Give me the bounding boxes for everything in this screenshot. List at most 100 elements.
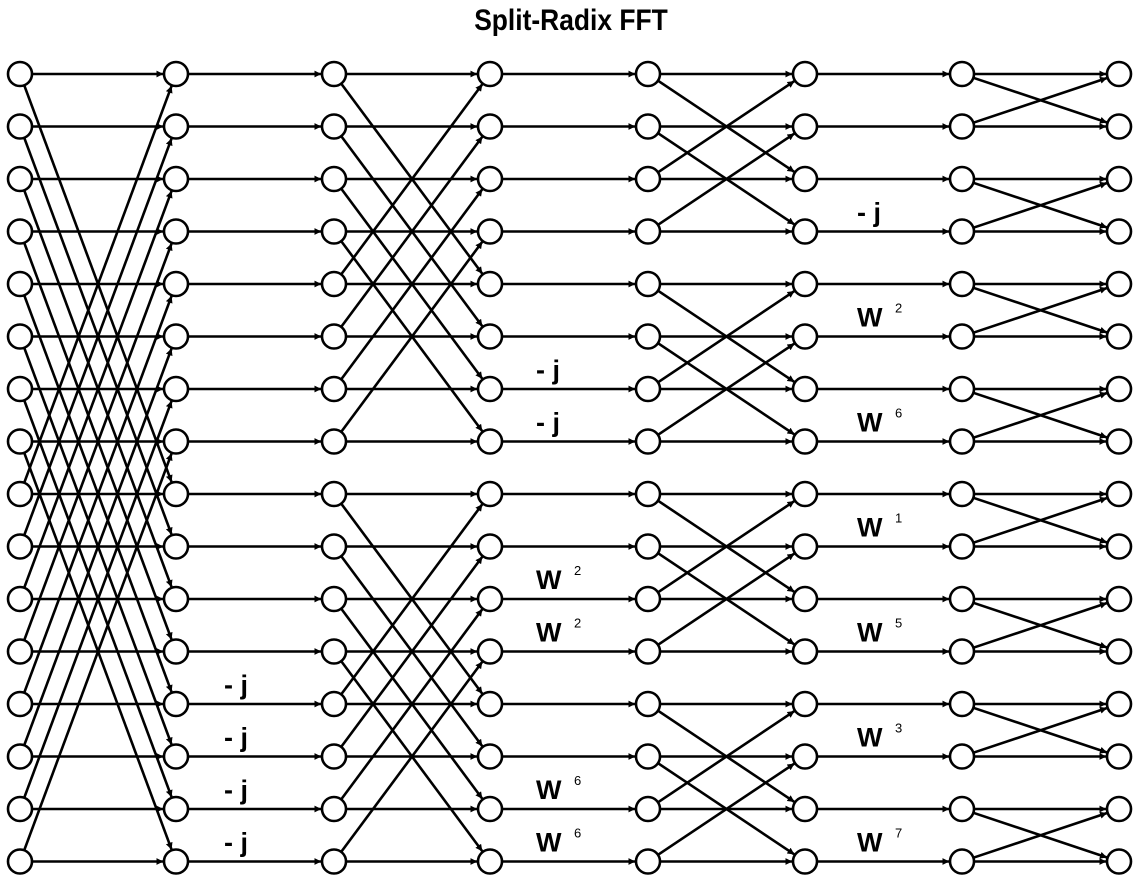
edge-s0-15-to-7	[22, 453, 173, 851]
edge-s2-4-to-0	[340, 83, 484, 276]
twiddle-exponent: 1	[895, 511, 902, 526]
node-col6-row3	[948, 218, 976, 245]
twiddle-base: W	[536, 618, 562, 648]
node-col7-row9	[1105, 533, 1133, 560]
edge-s4-3-to-1	[657, 132, 795, 226]
edge-s4-7-to-5	[657, 342, 795, 436]
node-col1-row3	[162, 218, 190, 245]
node-col5-row8	[791, 480, 819, 508]
node-col7-row1	[1105, 113, 1133, 140]
node-col6-row12	[948, 690, 976, 718]
edge-s6-5-to-4	[972, 286, 1108, 334]
node-col2-row0	[320, 60, 348, 88]
twiddle-base: W	[857, 828, 883, 858]
node-col7-row6	[1105, 375, 1133, 403]
twiddle-base: W	[536, 775, 562, 805]
node-col0-row1	[6, 113, 34, 140]
edge-s6-3-to-2	[972, 181, 1108, 229]
node-col1-row14	[162, 795, 190, 823]
twiddle-exponent: 6	[574, 773, 581, 788]
twiddle-base: W	[857, 408, 883, 438]
node-col4-row2	[634, 165, 662, 193]
node-col1-row8	[162, 480, 190, 508]
node-col1-row1	[162, 113, 190, 140]
node-col0-row10	[6, 585, 34, 613]
node-col1-row10	[162, 585, 190, 613]
node-col7-row10	[1105, 585, 1133, 613]
node-col2-row14	[320, 795, 348, 823]
edge-s0-8-to-0	[22, 85, 173, 484]
node-col7-row14	[1105, 795, 1133, 823]
node-col3-row4	[476, 270, 504, 298]
edge-s4-15-to-13	[657, 762, 795, 856]
node-col1-row15	[162, 848, 190, 875]
node-col0-row6	[6, 375, 34, 403]
node-col7-row11	[1105, 638, 1133, 665]
node-col1-row2	[162, 165, 190, 193]
node-col1-row5	[162, 323, 190, 350]
node-col4-row4	[634, 270, 662, 298]
node-col3-row5	[476, 323, 504, 350]
node-col4-row9	[634, 533, 662, 560]
node-col5-row11	[791, 638, 819, 665]
twiddle-label: - j	[536, 355, 560, 385]
node-col7-row4	[1105, 270, 1133, 298]
node-col3-row10	[476, 585, 504, 613]
node-col4-row10	[634, 585, 662, 613]
edge-s2-7-to-3	[340, 241, 484, 433]
node-col2-row3	[320, 218, 348, 245]
node-col7-row5	[1105, 323, 1133, 350]
edges-layer	[22, 70, 1108, 865]
node-col2-row9	[320, 533, 348, 560]
twiddle-base: W	[857, 723, 883, 753]
node-col5-row6	[791, 375, 819, 403]
node-col3-row15	[476, 848, 504, 875]
node-col4-row8	[634, 480, 662, 508]
twiddle-label: - j	[857, 198, 881, 228]
node-col7-row12	[1105, 690, 1133, 718]
node-col4-row3	[634, 218, 662, 245]
page-title: Split-Radix FFT	[474, 4, 668, 37]
node-col2-row6	[320, 375, 348, 403]
node-col2-row11	[320, 638, 348, 665]
node-col1-row0	[162, 60, 190, 88]
edge-s0-10-to-2	[22, 190, 173, 589]
node-col4-row12	[634, 690, 662, 718]
node-col1-row13	[162, 743, 190, 770]
node-col5-row2	[791, 165, 819, 193]
nodes-layer	[6, 60, 1133, 875]
twiddle-base: - j	[857, 198, 881, 228]
node-col1-row12	[162, 690, 190, 718]
edge-s6-13-to-12	[972, 706, 1108, 754]
node-col5-row15	[791, 848, 819, 875]
node-col5-row10	[791, 585, 819, 613]
twiddle-base: W	[857, 303, 883, 333]
edge-s2-12-to-8	[340, 503, 484, 696]
node-col5-row1	[791, 113, 819, 140]
node-col2-row2	[320, 165, 348, 193]
node-col4-row13	[634, 743, 662, 770]
node-col6-row4	[948, 270, 976, 298]
node-col3-row2	[476, 165, 504, 193]
twiddle-base: - j	[536, 355, 560, 385]
node-col4-row1	[634, 113, 662, 140]
twiddle-base: - j	[224, 775, 248, 805]
node-col2-row8	[320, 480, 348, 508]
twiddle-base: W	[536, 565, 562, 595]
node-col7-row15	[1105, 848, 1133, 875]
node-col6-row2	[948, 165, 976, 193]
node-col5-row13	[791, 743, 819, 770]
twiddle-exponent: 2	[895, 301, 902, 316]
twiddle-label: - j	[224, 775, 248, 805]
twiddle-exponent: 2	[574, 563, 581, 578]
twiddle-base: - j	[536, 408, 560, 438]
node-col2-row15	[320, 848, 348, 875]
node-col2-row1	[320, 113, 348, 140]
